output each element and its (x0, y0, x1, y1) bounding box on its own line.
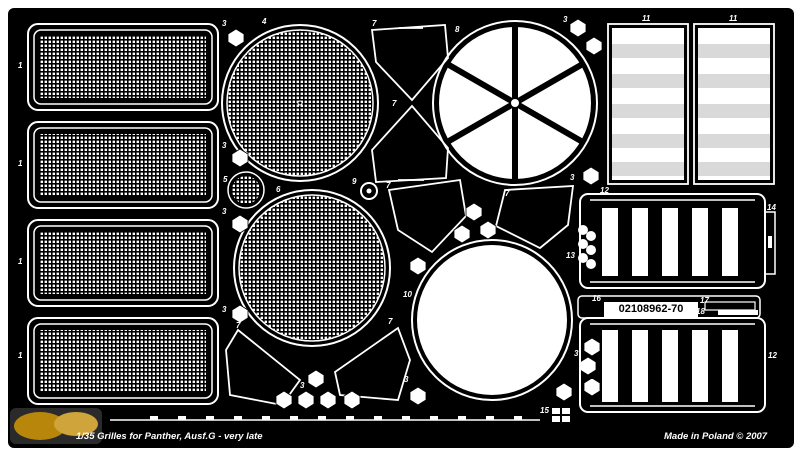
part-label-3a: 3 (222, 19, 227, 28)
part-label-6: 6 (276, 185, 281, 194)
part-label-3b: 3 (222, 141, 227, 150)
round-grille-large-top (221, 24, 379, 182)
grille-panel-2 (27, 121, 219, 209)
part-label-1c: 1 (18, 257, 23, 266)
part-label-7a: 7 (372, 19, 377, 28)
plain-disc (411, 239, 573, 401)
part-label-9: 9 (352, 177, 357, 186)
part-label-7d: 7 (505, 189, 510, 198)
part-label-3c: 3 (222, 207, 227, 216)
part-label-18: 18 (696, 307, 705, 316)
part-label-4: 4 (262, 17, 267, 26)
narrow-strip (764, 211, 776, 275)
part-label-14: 14 (767, 203, 776, 212)
part-label-3e: 3 (300, 381, 305, 390)
bottom-rail (110, 416, 540, 421)
striped-panel-right (693, 23, 775, 185)
part-label-3i: 3 (574, 349, 579, 358)
grille-panel-3 (27, 219, 219, 307)
part-label-7c: 7 (386, 181, 391, 190)
hex-nuts (227, 18, 603, 410)
spoked-disc (432, 20, 598, 186)
part-label-7f: 7 (388, 317, 393, 326)
small-ring (360, 182, 378, 200)
part-label-7e: 7 (236, 321, 241, 330)
triangle-shields (225, 24, 575, 406)
striped-panel-left (607, 23, 689, 185)
part-label-13: 13 (566, 251, 575, 260)
product-code: 02108962-70 (604, 302, 698, 317)
part-label-7b: 7 (392, 99, 397, 108)
grille-panel-1 (27, 23, 219, 111)
round-grille-small (227, 171, 265, 209)
part-label-15: 15 (540, 406, 549, 415)
part-label-11b: 11 (729, 14, 738, 23)
part-label-17: 17 (700, 296, 709, 305)
part-label-3d: 3 (222, 305, 227, 314)
mars-logo (10, 408, 102, 444)
part-label-5: 5 (223, 175, 228, 184)
made-in-notice: Made in Poland © 2007 (664, 431, 768, 442)
barred-frame-top (579, 193, 766, 289)
part-label-3h: 3 (570, 173, 575, 182)
part-label-10: 10 (403, 290, 412, 299)
part-label-12a: 12 (600, 186, 609, 195)
round-grille-large-bottom (233, 189, 391, 347)
sheet-title: 1/35 Grilles for Panther, Ausf.G - very … (76, 431, 263, 442)
part-label-3f: 3 (404, 375, 409, 384)
part-label-3g: 3 (563, 15, 568, 24)
part-label-12b: 12 (768, 351, 777, 360)
part-label-8: 8 (455, 25, 460, 34)
strip-parts (577, 295, 761, 319)
washers (578, 225, 596, 269)
barred-frame-bottom (579, 317, 766, 413)
part-label-1d: 1 (18, 351, 23, 360)
part-label-1a: 1 (18, 61, 23, 70)
part-label-11a: 11 (642, 14, 651, 23)
grille-panel-4 (27, 317, 219, 405)
tiny-tabs (552, 408, 570, 422)
part-label-1b: 1 (18, 159, 23, 168)
part-label-16: 16 (592, 294, 601, 303)
